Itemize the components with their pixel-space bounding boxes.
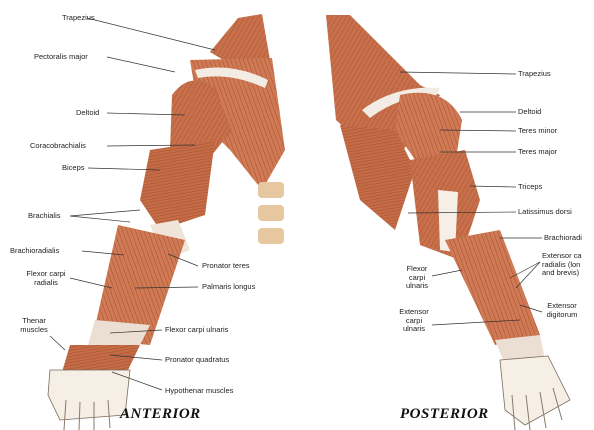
leader-line bbox=[400, 72, 516, 74]
label-anterior-pronator-quadratus: Pronator quadratus bbox=[165, 356, 229, 365]
anterior-upper-arm bbox=[140, 140, 215, 230]
label-anterior-brachioradialis: Brachioradialis bbox=[10, 247, 59, 256]
anterior-arm bbox=[48, 14, 285, 430]
label-anterior-coracobrachialis: Coracobrachialis bbox=[30, 142, 86, 151]
label-posterior-extensor-carpi-ulnaris: Extensor carpi ulnaris bbox=[394, 308, 434, 334]
posterior-forearm bbox=[445, 230, 540, 345]
label-posterior-latissimus-dorsi: Latissimus dorsi bbox=[518, 208, 572, 217]
label-anterior-deltoid: Deltoid bbox=[76, 109, 99, 118]
label-anterior-pectoralis-major: Pectoralis major bbox=[34, 53, 88, 62]
label-anterior-brachialis: Brachialis bbox=[28, 212, 61, 221]
label-posterior-extensor-carpi-radialis: Extensor ca radialis (lon and brevis) bbox=[542, 252, 582, 278]
label-anterior-hypothenar-muscles: Hypothenar muscles bbox=[165, 387, 233, 396]
label-posterior-triceps: Triceps bbox=[518, 183, 542, 192]
leader-line bbox=[516, 262, 540, 288]
leader-line bbox=[107, 57, 175, 72]
label-anterior-flexor-carpi-radialis: Flexor carpi radialis bbox=[22, 270, 70, 287]
anterior-hand bbox=[48, 370, 130, 420]
anterior-rib bbox=[258, 205, 284, 221]
label-posterior-trapezius: Trapezius bbox=[518, 70, 551, 79]
label-posterior-brachioradialis: Brachioradi bbox=[544, 234, 582, 243]
label-line: ulnaris bbox=[394, 325, 434, 334]
leader-line bbox=[470, 186, 516, 187]
anterior-view-title: ANTERIOR bbox=[120, 406, 201, 423]
label-posterior-deltoid: Deltoid bbox=[518, 108, 541, 117]
leader-line bbox=[70, 210, 140, 216]
anterior-rib bbox=[258, 182, 284, 198]
label-line: and brevis) bbox=[542, 269, 582, 278]
label-line: digitorum bbox=[540, 311, 584, 320]
label-anterior-flexor-carpi-ulnaris: Flexor carpi ulnaris bbox=[165, 326, 228, 335]
anterior-rib bbox=[258, 228, 284, 244]
label-anterior-thenar-muscles: Thenar muscles bbox=[14, 317, 54, 334]
label-posterior-extensor-digitorum: Extensor digitorum bbox=[540, 302, 584, 319]
leader-line bbox=[70, 216, 130, 222]
label-anterior-trapezius: Trapezius bbox=[62, 14, 95, 23]
label-posterior-flexor-carpi-ulnaris: Flexor carpi ulnaris bbox=[400, 265, 434, 291]
posterior-view-title: POSTERIOR bbox=[400, 406, 489, 423]
label-anterior-pronator-teres: Pronator teres bbox=[202, 262, 250, 271]
label-anterior-biceps: Biceps bbox=[62, 164, 85, 173]
label-posterior-teres-minor: Teres minor bbox=[518, 127, 557, 136]
leader-line bbox=[87, 18, 215, 50]
label-anterior-palmaris-longus: Palmaris longus bbox=[202, 283, 255, 292]
label-line: muscles bbox=[14, 326, 54, 335]
leader-line bbox=[50, 336, 65, 350]
leader-line bbox=[432, 270, 462, 276]
label-line: radialis bbox=[22, 279, 70, 288]
label-posterior-teres-major: Teres major bbox=[518, 148, 557, 157]
label-line: ulnaris bbox=[400, 282, 434, 291]
posterior-hand bbox=[500, 356, 570, 425]
anterior-wrist bbox=[62, 345, 140, 372]
